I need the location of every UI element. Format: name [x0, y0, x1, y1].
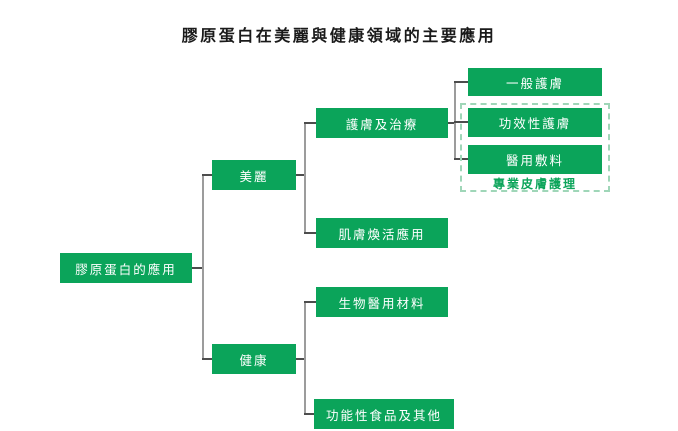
node-biomedical-materials: 生物醫用材料 — [316, 287, 448, 317]
node-beauty: 美麗 — [212, 160, 296, 190]
connector-skincare-treatment-stub — [304, 122, 316, 124]
connector-beauty-stub — [202, 174, 212, 176]
node-functional-food: 功能性食品及其他 — [314, 399, 454, 429]
node-medical-dressings: 醫用敷料 — [468, 145, 602, 174]
node-functional-skincare: 功效性護膚 — [468, 108, 602, 137]
connector-skin-revitalization-stub — [304, 232, 316, 234]
node-collagen-applications: 膠原蛋白的應用 — [60, 253, 192, 283]
connector-general-skincare-stub — [454, 81, 468, 83]
node-health: 健康 — [212, 344, 296, 374]
connector-functional-food-stub — [304, 413, 314, 415]
node-skin-revitalization: 肌膚煥活應用 — [316, 218, 448, 248]
connector-root-stub — [192, 267, 203, 269]
professional-skincare-group-box — [460, 103, 610, 192]
connector-health-stub — [202, 358, 212, 360]
connector-trunk-level1 — [202, 174, 204, 359]
connector-trunk-health — [304, 301, 306, 414]
connector-health-out-stub — [296, 358, 305, 360]
connector-trunk-skincare — [454, 81, 456, 160]
node-skincare-treatment: 護膚及治療 — [316, 108, 448, 138]
connector-beauty-out-stub — [296, 174, 305, 176]
node-general-skincare: 一般護膚 — [468, 68, 602, 96]
connector-biomedical-stub — [304, 301, 316, 303]
diagram-title: 膠原蛋白在美麗與健康領域的主要應用 — [181, 28, 497, 45]
professional-skincare-group-label: 專業皮膚護理 — [492, 177, 577, 191]
connector-trunk-beauty — [304, 122, 306, 233]
connector-skincare-out-stub — [448, 122, 455, 124]
